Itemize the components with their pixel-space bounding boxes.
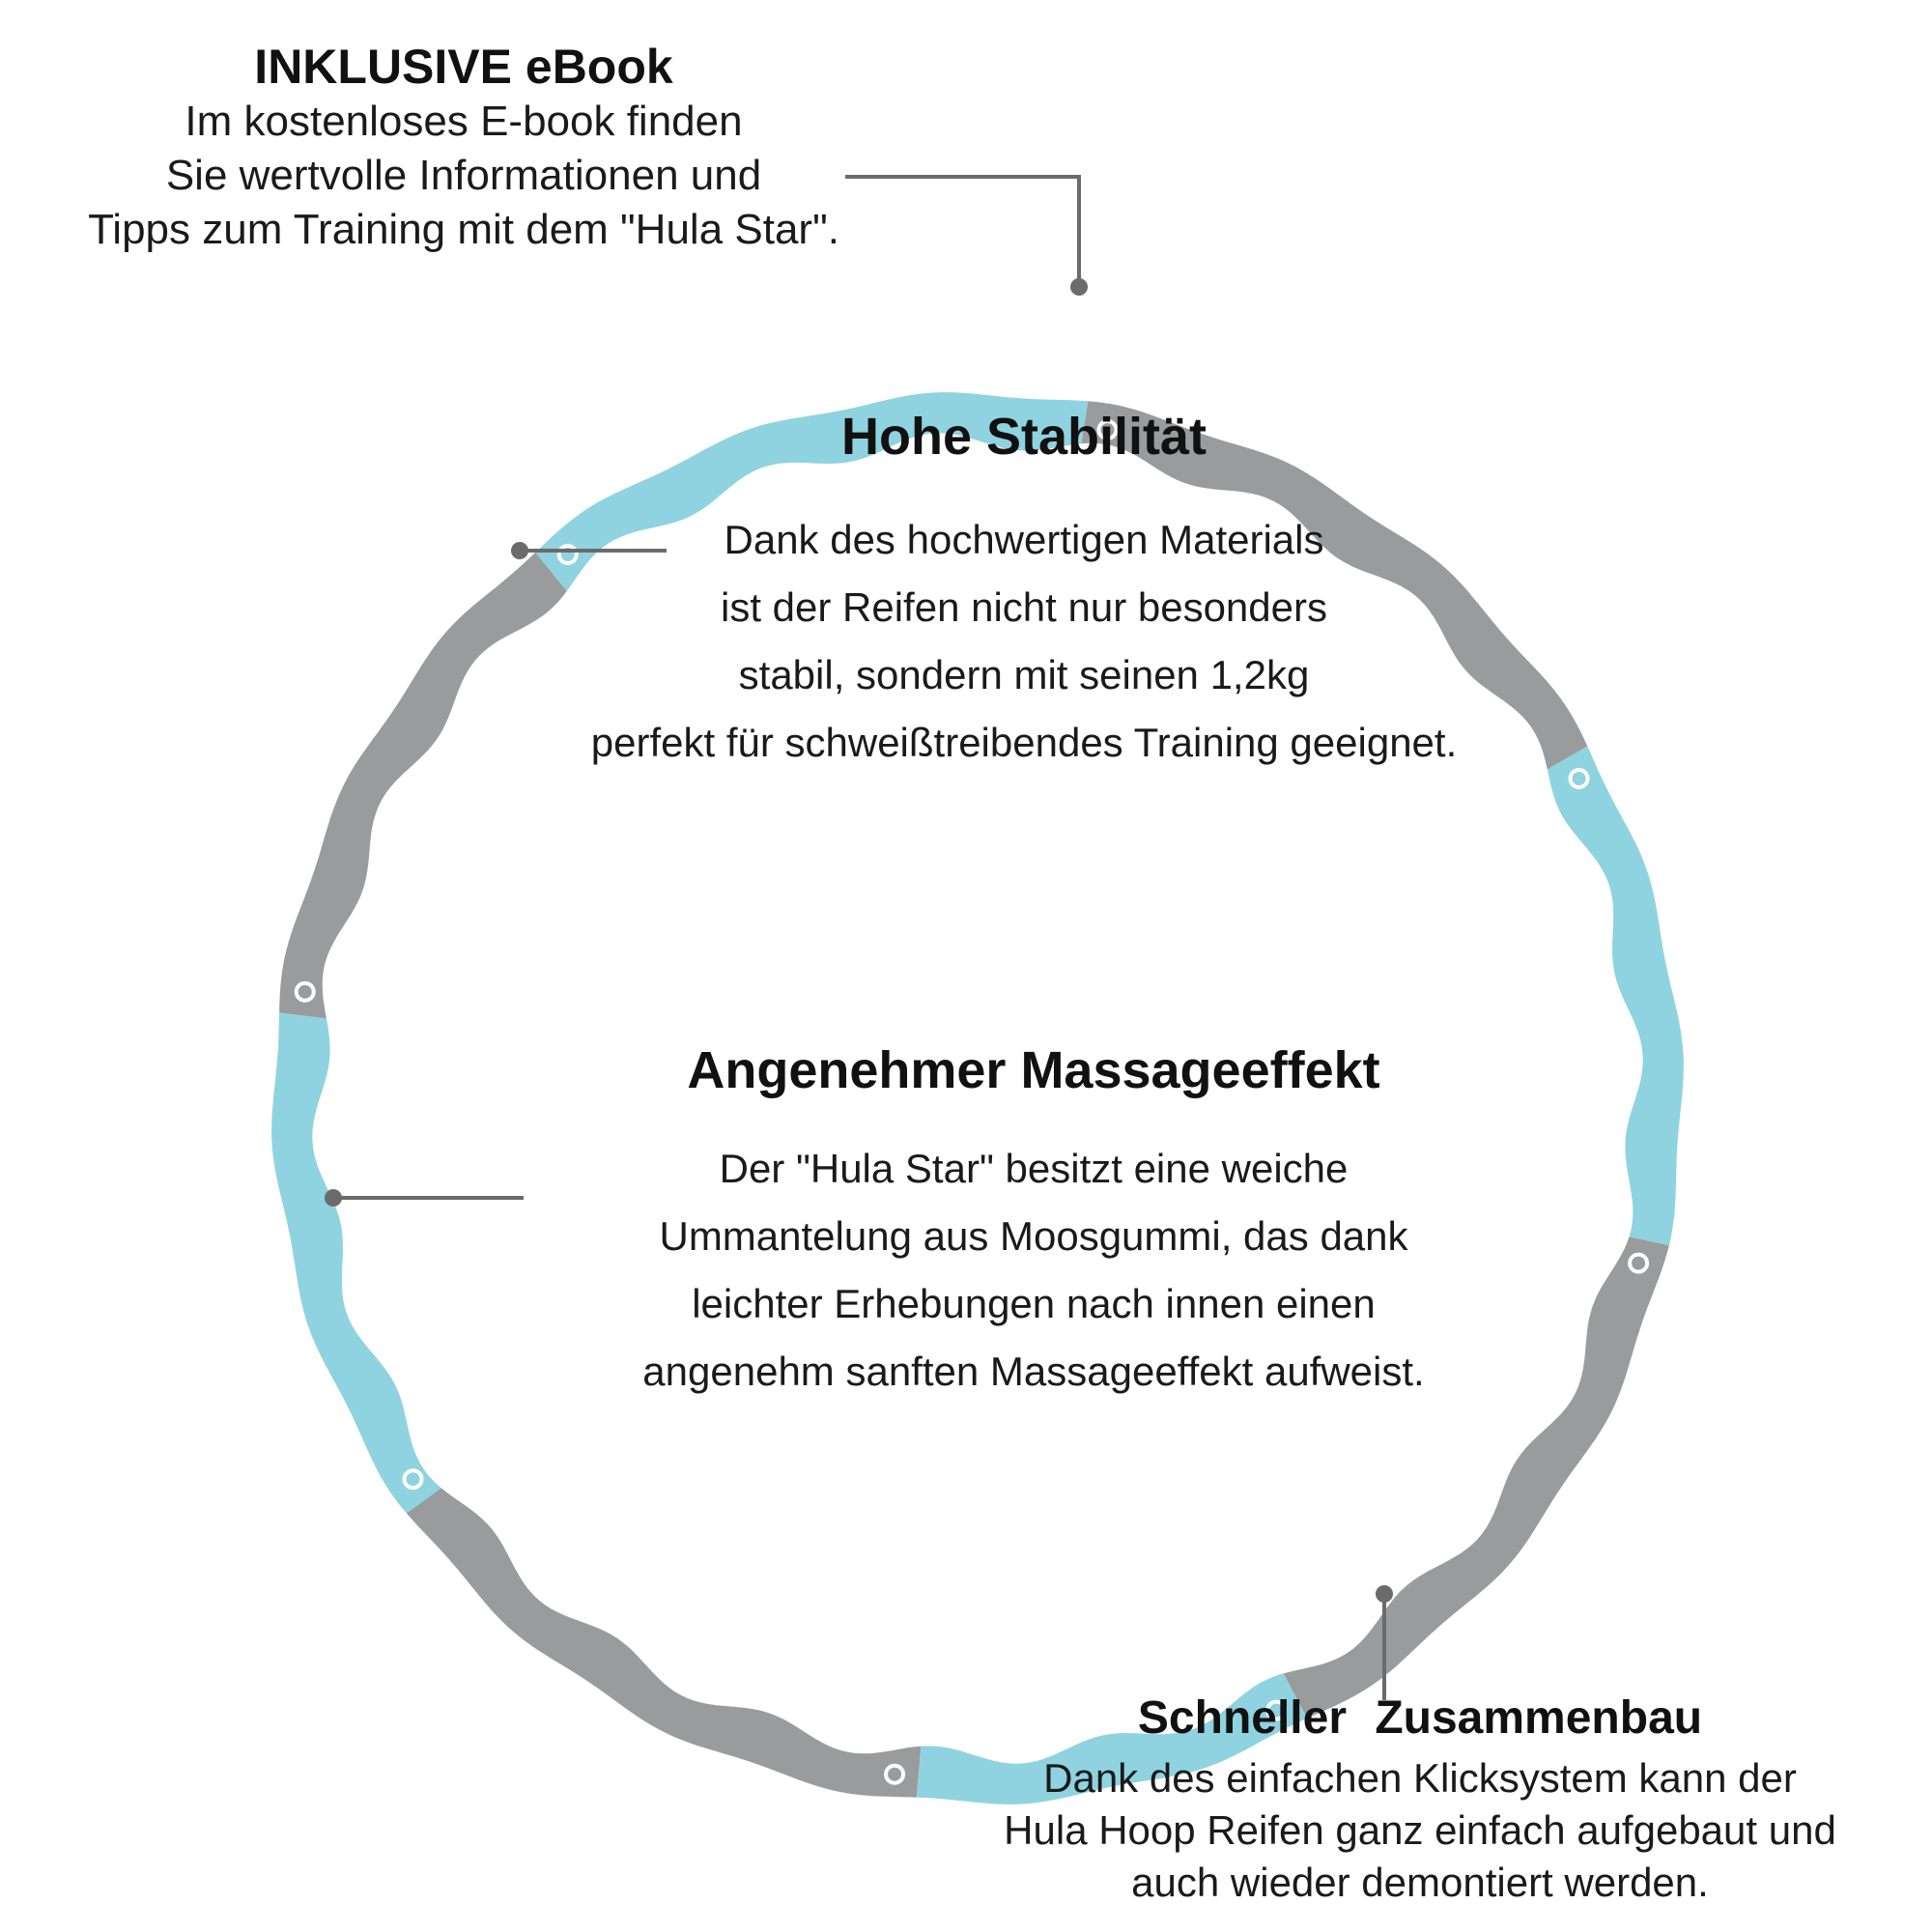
callout-assembly: Schneller Zusammenbau Dank des einfachen… <box>918 1690 1922 1909</box>
callout-line-assembly <box>1376 1585 1393 1700</box>
hoop-segment-gray <box>279 552 567 1019</box>
ebook-text-line: Sie wertvolle Informationen und <box>165 152 762 199</box>
connector-stud-icon <box>884 1763 906 1785</box>
callout-dot-assembly <box>1376 1585 1393 1603</box>
callout-line-ebook <box>845 175 1088 296</box>
massage-title: Angenehmer Massageeffekt <box>687 1041 1380 1099</box>
brand-logo-icon <box>930 293 959 322</box>
callout-line-massage <box>325 1189 524 1207</box>
stability-text-line: ist der Reifen nicht nur besonders <box>720 584 1327 630</box>
hoop-segment-gray <box>1283 1236 1669 1719</box>
massage-text-line: leichter Erhebungen nach innen einen <box>692 1281 1376 1326</box>
stability-text-line: stabil, sondern mit seinen 1,2kg <box>738 652 1310 697</box>
massage-text-line: angenehm sanften Massageeffekt aufweist. <box>642 1349 1425 1394</box>
hoop-segment-blue <box>271 1012 441 1514</box>
callout-massage: Angenehmer Massageeffekt Der "Hula Star"… <box>502 1038 1565 1406</box>
hoop-segment-blue <box>916 1673 1308 1804</box>
connector-stud-icon <box>1568 768 1590 789</box>
connector-stud-icon <box>402 1468 424 1491</box>
ebook-text-line: Im kostenloses E-book finden <box>185 98 743 145</box>
ebook-title: INKLUSIVE eBook <box>254 40 673 94</box>
connector-stud-icon <box>1628 1252 1650 1274</box>
hoop-segment-blue <box>535 392 1089 591</box>
callout-line-stability <box>511 542 667 559</box>
hoop-connector-studs <box>294 419 1650 1785</box>
assembly-title: Schneller Zusammenbau <box>918 1690 1922 1747</box>
assembly-text-line: Hula Hoop Reifen ganz einfach aufgebaut … <box>1004 1807 1836 1853</box>
hoop-segments <box>271 392 1684 1804</box>
hoop-segment-blue <box>1547 746 1684 1246</box>
callout-dot-ebook <box>1070 278 1088 296</box>
callout-stability: Hohe Stabilität Dank des hochwertigen Ma… <box>464 406 1584 777</box>
massage-text-line: Der "Hula Star" besitzt eine weiche <box>719 1146 1349 1191</box>
hoop-segment-gray <box>406 1488 922 1798</box>
stability-text-line: Dank des hochwertigen Materials <box>724 517 1324 562</box>
callout-dot-stability <box>511 542 528 559</box>
connector-stud-icon <box>1096 419 1119 440</box>
hoop-segment-gray <box>1081 401 1588 770</box>
assembly-text-line: Dank des einfachen Klicksystem kann der <box>1043 1755 1797 1801</box>
stability-title: Hohe Stabilität <box>840 408 1208 466</box>
stability-text-line: perfekt für schweißtreibendes Training g… <box>590 720 1458 765</box>
assembly-title-part2: Zusammenbau <box>1375 1692 1703 1744</box>
connector-stud-icon <box>556 544 579 565</box>
massage-text-line: Ummantelung aus Moosgummi, das dank <box>659 1213 1408 1259</box>
callout-ebook: INKLUSIVE eBook Im kostenloses E-book fi… <box>39 39 889 257</box>
connector-stud-icon <box>1265 1699 1288 1721</box>
connector-stud-icon <box>294 980 316 1003</box>
ebook-text-line: Tipps zum Training mit dem "Hula Star". <box>88 206 839 253</box>
assembly-text-line: auch wieder demontiert werden. <box>1131 1860 1709 1905</box>
brand-logo: SPORTASTISCH <box>930 293 1074 322</box>
brand-logo-text: SPORTASTISCH <box>961 296 1074 318</box>
callout-dot-massage <box>325 1189 342 1207</box>
assembly-title-part1: Schneller <box>1137 1692 1347 1744</box>
